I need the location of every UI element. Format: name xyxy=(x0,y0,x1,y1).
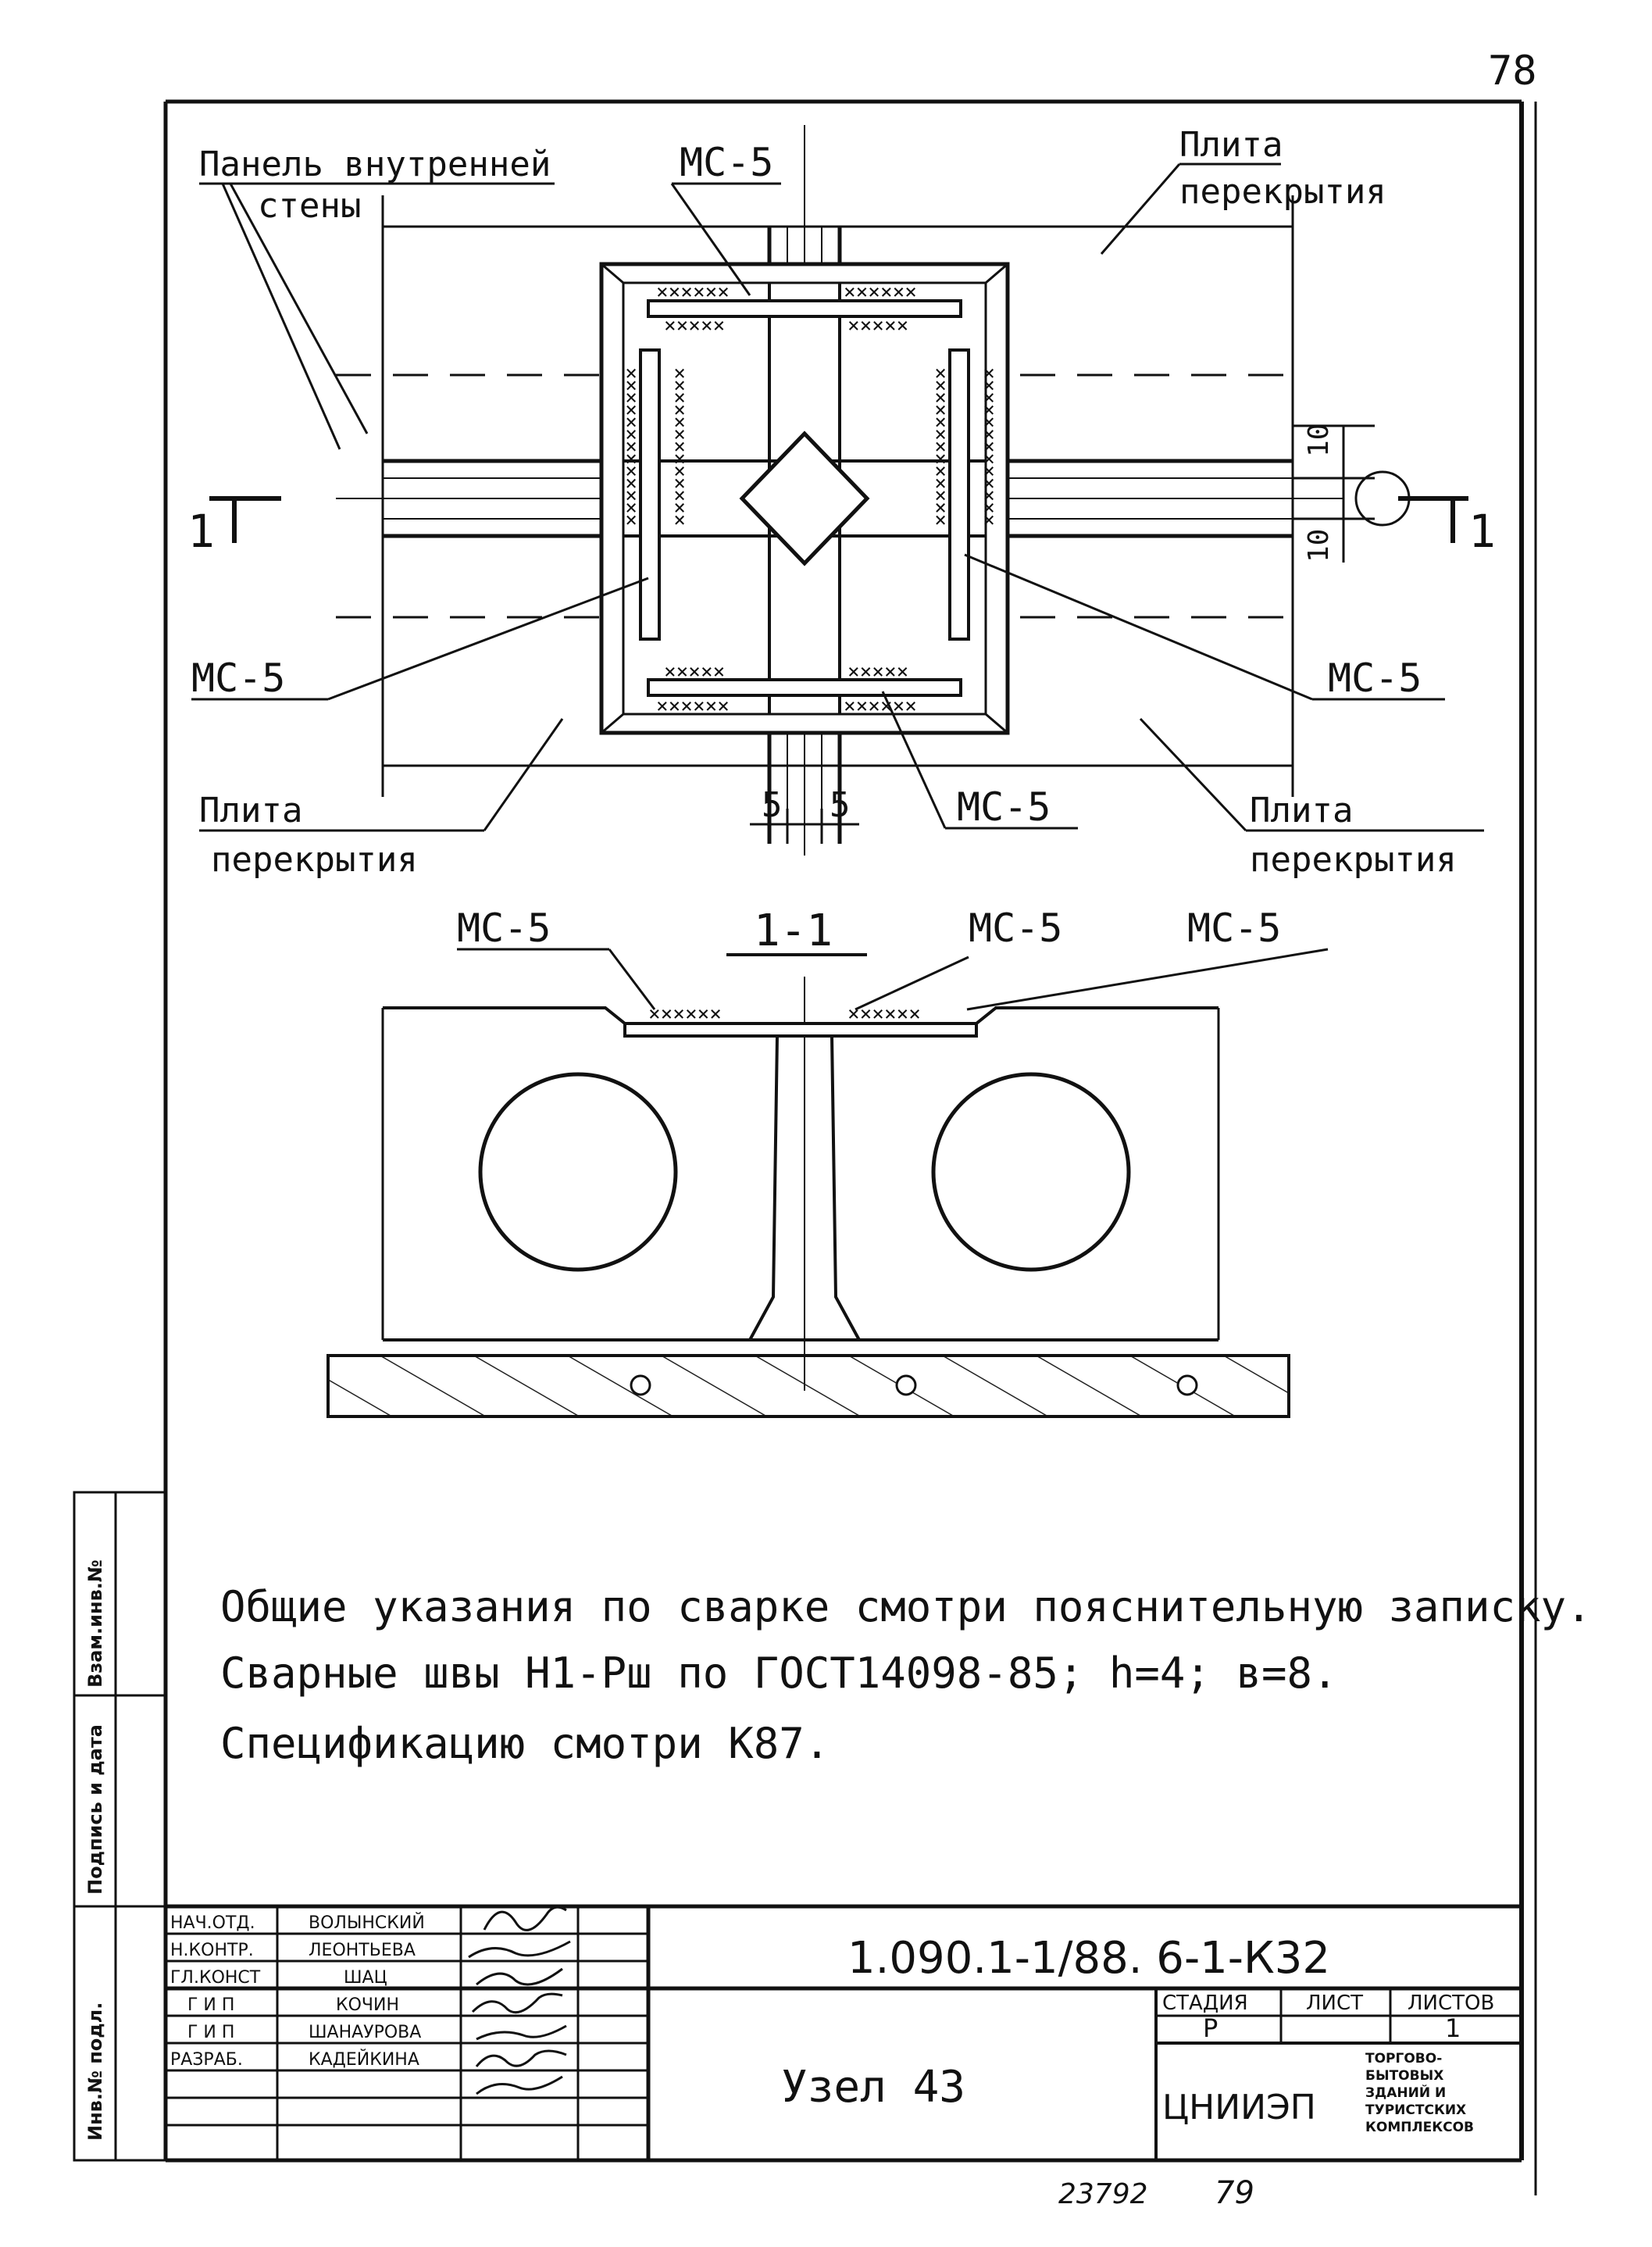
name-6: КАДЕЙКИНА xyxy=(309,2049,419,2070)
svg-text:××××××: ×××××× xyxy=(656,280,730,304)
section-mark-right: 1 xyxy=(1468,505,1496,558)
footer-left: 23792 xyxy=(1058,2178,1148,2210)
stamp-signature-date: Подпись и дата xyxy=(84,1724,106,1895)
label-wall-panel-line2: стены xyxy=(258,186,361,226)
label-slab-bottom-right-line1: Плита xyxy=(1250,791,1353,831)
org-name: ЦНИИЭП xyxy=(1162,2088,1316,2127)
org-desc-1: ТОРГОВО- xyxy=(1365,2051,1442,2067)
name-4: КОЧИН xyxy=(336,1995,399,2015)
svg-text:×××××××××××××: ××××××××××××× xyxy=(619,367,643,527)
sheets-header: ЛИСТОВ xyxy=(1408,1992,1494,2015)
weld-marks: ×××××× ×××××× ××××× ××××× ××××× ××××× ××… xyxy=(619,280,1001,718)
label-ms5-top: МС-5 xyxy=(680,140,773,185)
svg-text:××××××: ×××××× xyxy=(844,695,917,718)
label-slab-top-right-line2: перекрытия xyxy=(1179,172,1386,212)
role-5: Г И П xyxy=(187,2023,234,2042)
org-desc-3: ЗДАНИЙ И xyxy=(1365,2084,1446,2101)
stamp-replace-inv: Взам.инв.№ xyxy=(84,1559,106,1688)
side-stamp xyxy=(73,1491,167,2162)
svg-text:×××××××××××××: ××××××××××××× xyxy=(977,367,1001,527)
svg-text:×××××: ××××× xyxy=(847,314,908,338)
note-2: Сварные швы Н1-Рш по ГОСТ14098-85; h=4; … xyxy=(220,1649,1337,1698)
role-4: Г И П xyxy=(187,1995,234,2015)
label-slab-bottom-left-line1: Плита xyxy=(199,791,302,831)
svg-text:×××××: ××××× xyxy=(847,660,908,684)
title-block xyxy=(166,1904,1522,2160)
label-wall-panel-line1: Панель внутренней xyxy=(199,145,551,184)
svg-text:××××××: ×××××× xyxy=(844,280,917,304)
org-desc-5: КОМПЛЕКСОВ xyxy=(1365,2120,1474,2135)
section-label-left: МС-5 xyxy=(457,906,551,951)
svg-text:×××××××××××××: ××××××××××××× xyxy=(929,367,952,527)
side-stamp-text: Взам.инв.№ Подпись и дата Инв.№ подл. xyxy=(84,1559,106,2141)
label-ms5-bottom: МС-5 xyxy=(957,784,1051,830)
name-2: ЛЕОНТЬЕВА xyxy=(309,1941,416,1960)
drawing-title: Узел 43 xyxy=(781,2062,965,2113)
general-notes: Общие указания по сварке смотри поясните… xyxy=(220,1582,1592,1768)
section-label-right: МС-5 xyxy=(1187,906,1281,951)
sheets-value: 1 xyxy=(1445,2013,1461,2043)
org-desc-2: БЫТОВЫХ xyxy=(1365,2068,1443,2084)
section-text: 1-1 МС-5 МС-5 МС-5 xyxy=(457,906,1281,956)
dim-10-bottom: 10 xyxy=(1303,529,1335,563)
svg-text:×××××: ××××× xyxy=(664,314,725,338)
dim-5-left: 5 xyxy=(762,785,783,825)
section-welds: ×××××× ×××××× xyxy=(648,1002,921,1026)
section-title: 1-1 xyxy=(754,906,833,956)
role-6: РАЗРАБ. xyxy=(170,2050,243,2070)
role-3: ГЛ.КОНСТ xyxy=(170,1968,261,1988)
dim-10-top: 10 xyxy=(1303,423,1335,457)
section-mark-left: 1 xyxy=(187,505,215,558)
stage-header: СТАДИЯ xyxy=(1162,1992,1248,2015)
label-slab-top-right-line1: Плита xyxy=(1179,125,1283,165)
role-2: Н.КОНТР. xyxy=(170,1941,254,1960)
role-1: НАЧ.ОТД. xyxy=(170,1913,255,1933)
sheet-header: ЛИСТ xyxy=(1306,1992,1363,2015)
dim-5-right: 5 xyxy=(830,785,851,825)
drawing-code: 1.090.1-1/88. 6-1-К32 xyxy=(847,1933,1330,1984)
note-1: Общие указания по сварке смотри поясните… xyxy=(220,1582,1592,1631)
plan-view xyxy=(336,125,1343,856)
plan-text: Панель внутренней стены МС-5 Плита перек… xyxy=(187,125,1496,880)
page-number: 78 xyxy=(1488,48,1537,95)
org-desc-4: ТУРИСТСКИХ xyxy=(1365,2102,1466,2118)
svg-text:××××××: ×××××× xyxy=(648,1002,722,1026)
note-3: Спецификацию смотри К87. xyxy=(220,1719,830,1768)
section-label-center: МС-5 xyxy=(969,906,1062,951)
label-ms5-mid-right: МС-5 xyxy=(1328,656,1422,701)
label-ms5-mid-left: МС-5 xyxy=(191,656,285,701)
svg-text:×××××: ××××× xyxy=(664,660,725,684)
title-block-text: 1.090.1-1/88. 6-1-К32 Узел 43 НАЧ.ОТД. В… xyxy=(170,1913,1494,2135)
svg-text:×××××××××××××: ××××××××××××× xyxy=(668,367,691,527)
svg-text:××××××: ×××××× xyxy=(847,1002,921,1026)
svg-text:××××××: ×××××× xyxy=(656,695,730,718)
label-slab-bottom-left-line2: перекрытия xyxy=(211,840,418,880)
label-slab-bottom-right-line2: перекрытия xyxy=(1250,840,1457,880)
leader-lines xyxy=(191,163,1484,844)
footer-right: 79 xyxy=(1215,2175,1254,2211)
name-1: ВОЛЫНСКИЙ xyxy=(309,1913,425,1933)
section-view xyxy=(326,948,1329,1418)
stage-value: Р xyxy=(1203,2013,1218,2043)
stamp-original-inv: Инв.№ подл. xyxy=(84,2002,106,2141)
name-5: ШАНАУРОВА xyxy=(309,2023,421,2042)
name-3: ШАЦ xyxy=(344,1968,387,1988)
